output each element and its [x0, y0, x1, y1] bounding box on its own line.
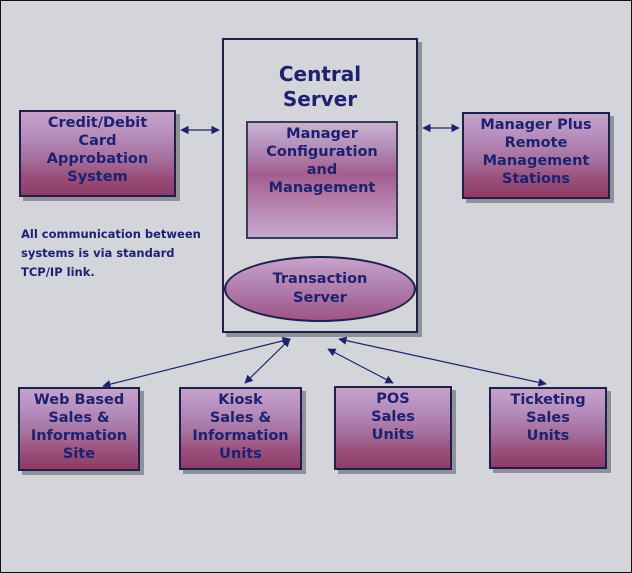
central-server-box: Central Server Manager Configuration and… — [222, 38, 418, 333]
pos-sales-label: POS Sales Units — [371, 391, 415, 443]
credit-debit-box: Credit/Debit Card Approbation System — [19, 110, 176, 197]
link-central-ticketing — [338, 336, 547, 387]
credit-debit-label: Credit/Debit Card Approbation System — [46, 115, 149, 185]
ticketing-sales-box: Ticketing Sales Units — [489, 387, 607, 469]
manager-plus-box: Manager Plus Remote Management Stations — [462, 112, 610, 199]
web-sales-box: Web Based Sales & Information Site — [18, 387, 140, 471]
transaction-server-ellipse: Transaction Server — [224, 256, 416, 322]
link-central-web — [102, 336, 291, 389]
manager-configuration-box: Manager Configuration and Management — [246, 121, 398, 239]
link-central-pos — [327, 348, 394, 384]
central-server-title: Central Server — [278, 62, 362, 111]
kiosk-sales-label: Kiosk Sales & Information Units — [192, 392, 289, 462]
link-central-kiosk — [244, 338, 291, 384]
manager-configuration-label: Manager Configuration and Management — [266, 126, 378, 196]
communication-note: All communication between systems is via… — [21, 227, 201, 279]
kiosk-sales-box: Kiosk Sales & Information Units — [179, 387, 302, 470]
web-sales-label: Web Based Sales & Information Site — [30, 392, 128, 462]
ticketing-sales-label: Ticketing Sales Units — [510, 392, 586, 444]
pos-sales-box: POS Sales Units — [334, 386, 452, 470]
manager-plus-label: Manager Plus Remote Management Stations — [480, 117, 592, 187]
